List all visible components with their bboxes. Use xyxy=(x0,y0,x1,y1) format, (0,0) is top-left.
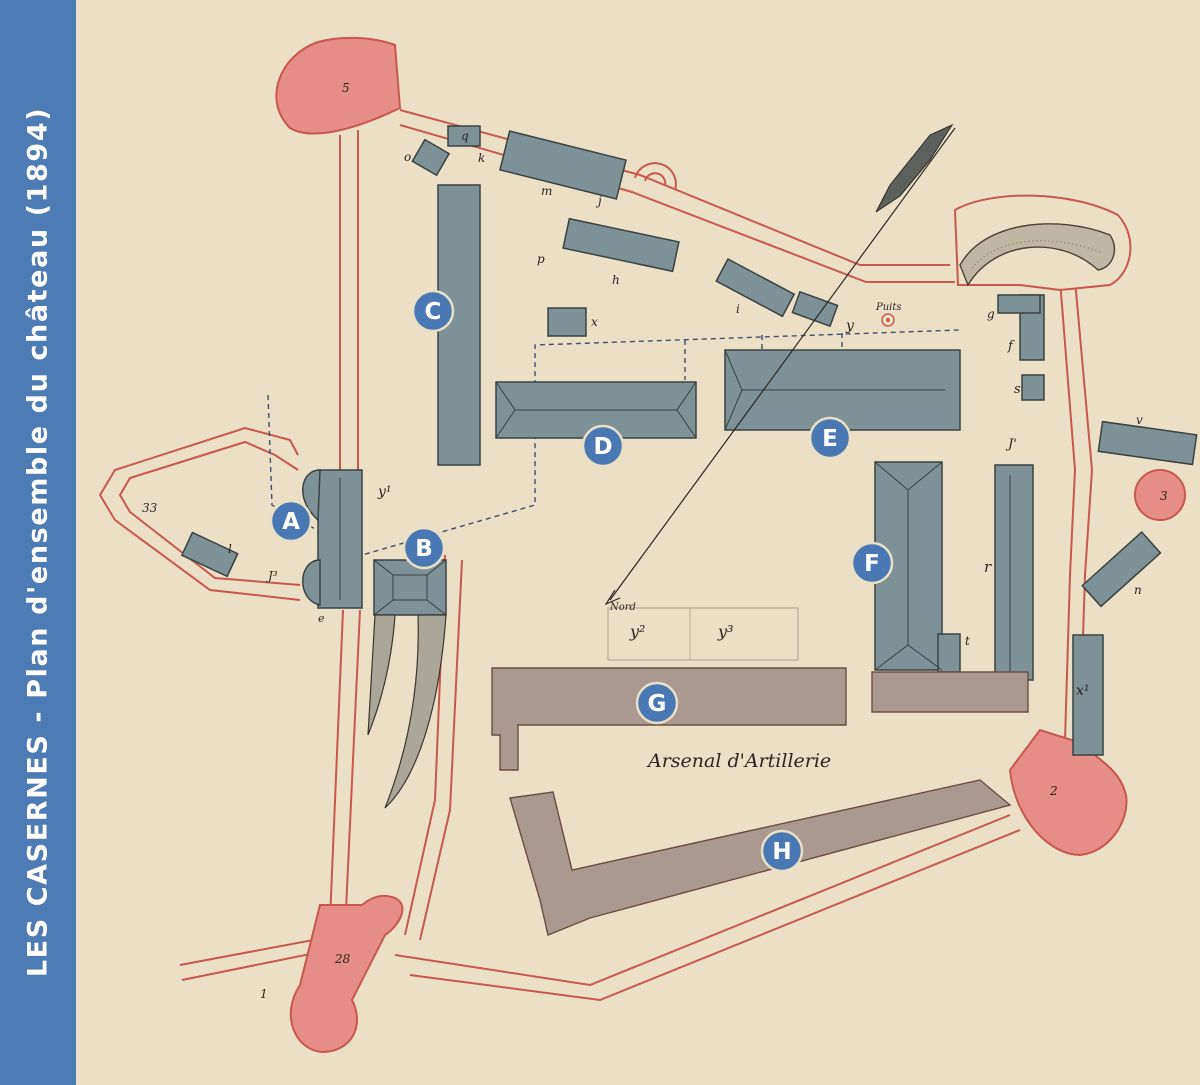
letter-h: h xyxy=(612,273,620,287)
building-x xyxy=(547,307,587,337)
bastion-28-label: 28 xyxy=(334,952,351,966)
roof-lines xyxy=(339,349,1011,675)
bastions xyxy=(275,36,1186,1054)
marker-D[interactable]: D xyxy=(581,424,625,468)
marker-G[interactable]: G xyxy=(635,681,679,725)
bastion-28 xyxy=(289,894,404,1054)
y1-label: y¹ xyxy=(377,484,392,500)
bastion-2 xyxy=(1008,728,1128,857)
letter-i: i xyxy=(736,302,740,316)
letter-y: y xyxy=(845,318,855,334)
letter-x1: x¹ xyxy=(1076,683,1090,699)
letter-g: g xyxy=(987,307,995,321)
north-label: Nord xyxy=(609,602,636,613)
letter-v: v xyxy=(1136,413,1143,427)
marker-F-label: F xyxy=(864,551,880,577)
building-g xyxy=(997,294,1041,314)
letter-r: r xyxy=(984,558,992,576)
building-l xyxy=(180,531,239,578)
bastion-33-label: 33 xyxy=(142,501,158,515)
building-r xyxy=(994,464,1034,681)
marker-G-label: G xyxy=(648,691,667,717)
marker-A[interactable]: A xyxy=(269,499,313,543)
bastion-3 xyxy=(1134,469,1186,521)
building-i xyxy=(715,258,796,318)
y2-label: y² xyxy=(629,622,645,641)
north-arrow xyxy=(604,123,956,606)
letter-q: q xyxy=(461,129,469,143)
building-t xyxy=(937,633,961,673)
building-x1 xyxy=(1072,634,1104,756)
letter-e: e xyxy=(318,612,325,625)
letter-labels: q k o m j p h i y x g f s v n r t l e x¹… xyxy=(228,129,1143,699)
building-n xyxy=(1081,531,1162,608)
building-o xyxy=(411,138,451,177)
marker-H-label: H xyxy=(772,839,791,865)
letter-l: l xyxy=(228,542,232,556)
letter-x: x xyxy=(591,315,598,329)
title-sidebar: LES CASERNES - Plan d'ensemble du châtea… xyxy=(0,0,76,1085)
letter-j: j xyxy=(595,194,602,208)
marker-B-label: B xyxy=(415,536,433,562)
marker-C[interactable]: C xyxy=(411,289,455,333)
marker-B[interactable]: B xyxy=(402,526,446,570)
building-q xyxy=(447,125,481,147)
bastion-5-label: 5 xyxy=(342,81,350,95)
building-y xyxy=(791,290,839,328)
letter-t: t xyxy=(965,634,970,648)
marker-E[interactable]: E xyxy=(808,416,852,460)
number-1-label: 1 xyxy=(260,987,268,1001)
letter-j3: J³ xyxy=(265,569,278,583)
building-A-half-round-bottom xyxy=(302,559,321,606)
bastion-2-label: 2 xyxy=(1049,784,1058,798)
building-G-east xyxy=(871,671,1029,713)
letter-p: p xyxy=(537,252,545,266)
marker-A-label: A xyxy=(282,509,300,535)
bastion-3-label: 3 xyxy=(1160,489,1168,503)
well-symbol xyxy=(881,313,895,327)
letter-j1: J' xyxy=(1005,437,1017,452)
building-s xyxy=(1021,374,1045,401)
marker-H[interactable]: H xyxy=(760,829,804,873)
earthwork-arc xyxy=(953,194,1132,292)
marker-C-label: C xyxy=(425,299,442,325)
building-A-half-round-top xyxy=(302,469,321,522)
survey-rectangle xyxy=(607,607,799,661)
marker-F[interactable]: F xyxy=(850,541,894,585)
building-m xyxy=(499,130,627,200)
letter-s: s xyxy=(1014,382,1021,397)
building-h xyxy=(562,217,680,273)
letter-o: o xyxy=(404,150,411,164)
well-label: Puits xyxy=(875,302,902,313)
bastion-5 xyxy=(275,36,402,135)
arsenal-label: Arsenal d'Artillerie xyxy=(646,750,831,772)
building-H xyxy=(509,779,1012,936)
glacis-spurs xyxy=(367,614,447,809)
letter-n: n xyxy=(1134,583,1142,597)
letter-k: k xyxy=(478,151,485,165)
dashed-boundary xyxy=(267,329,961,556)
building-v xyxy=(1097,420,1198,466)
marker-D-label: D xyxy=(593,434,612,460)
letter-f: f xyxy=(1007,339,1015,354)
letter-m: m xyxy=(541,184,552,198)
page-title: LES CASERNES - Plan d'ensemble du châtea… xyxy=(22,106,54,978)
marker-E-label: E xyxy=(822,426,838,452)
y3-label: y³ xyxy=(717,622,733,641)
